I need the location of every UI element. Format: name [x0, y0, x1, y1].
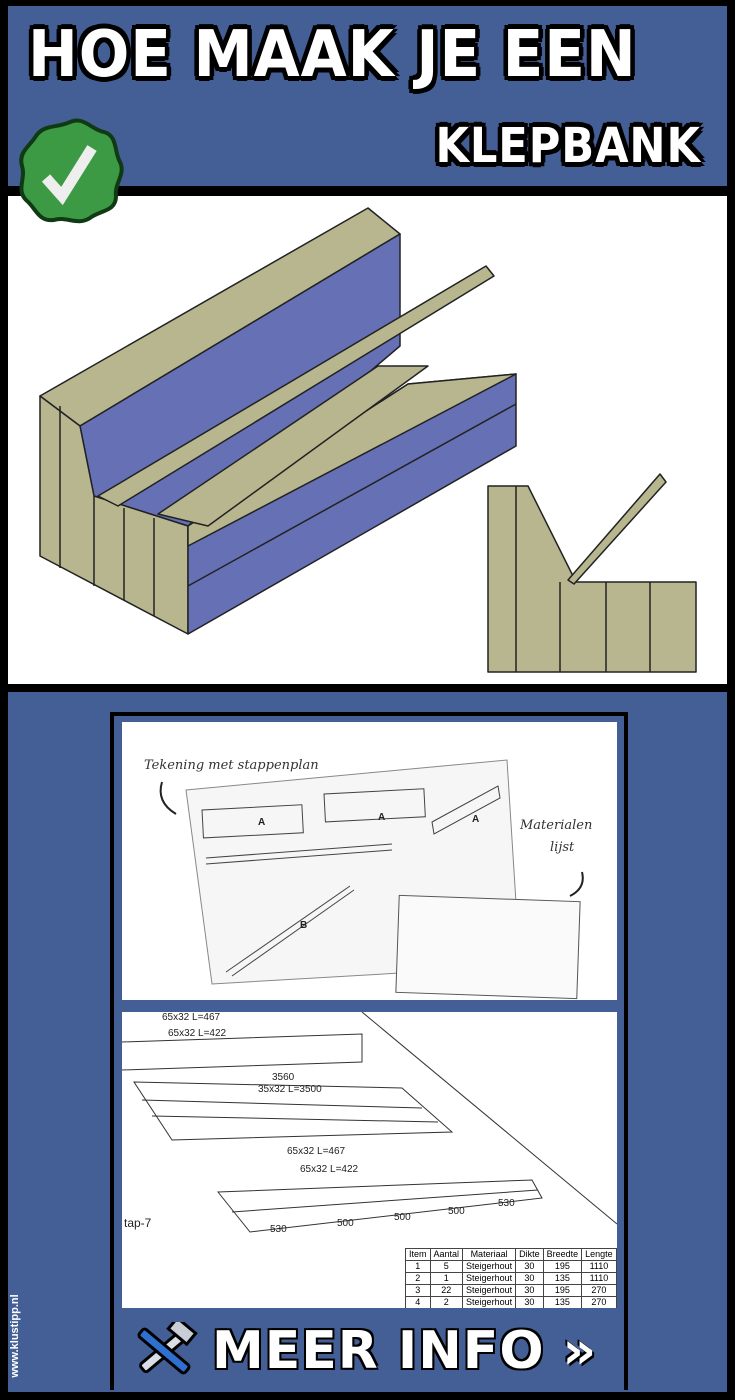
- bench-illustration: [8, 196, 727, 684]
- column-header: Lengte: [581, 1248, 617, 1261]
- cell: 270: [581, 1296, 617, 1308]
- cell: 1110: [581, 1272, 617, 1285]
- column-header: Aantal: [429, 1248, 464, 1261]
- title-line-2: KLEPBANK: [435, 118, 701, 174]
- cell: 135: [542, 1272, 583, 1285]
- part-label: A: [378, 812, 386, 823]
- materials-sheet-thumb: [395, 894, 581, 1000]
- cell: 2: [429, 1296, 464, 1308]
- column-header: Item: [405, 1248, 431, 1261]
- materials-table: Item Aantal Materiaal Dikte Breedte Leng…: [405, 1248, 617, 1308]
- dimension-label: 500: [394, 1212, 411, 1223]
- annotation-materials: Materialen: [520, 818, 593, 833]
- cell: 135: [542, 1296, 583, 1308]
- meer-info-label: MEER INFO: [212, 1321, 545, 1381]
- part-label: A: [258, 817, 266, 828]
- title-line-1: HOE MAAK JE EEN: [28, 18, 637, 92]
- chevrons-right-icon: »: [562, 1321, 597, 1381]
- dimension-label: 530: [498, 1198, 515, 1209]
- column-header: Materiaal: [462, 1248, 517, 1261]
- cell: Steigerhout: [462, 1284, 517, 1297]
- dimension-label: 65x32 L=467: [162, 1012, 221, 1023]
- dimension-label: 500: [337, 1218, 354, 1229]
- part-label: A: [472, 814, 480, 825]
- cell: 195: [542, 1260, 583, 1273]
- dimension-label: 35x32 L=3500: [258, 1084, 322, 1095]
- cell: Steigerhout: [462, 1260, 517, 1273]
- step-label: tap-7: [124, 1216, 152, 1230]
- meer-info-button[interactable]: MEER INFO »: [130, 1318, 615, 1384]
- drawing-preview: Tekening met stappenplan Materialen lijs…: [122, 722, 617, 1000]
- cell: 1: [429, 1272, 464, 1285]
- cell: 3: [405, 1284, 431, 1297]
- table-header-row: Item Aantal Materiaal Dikte Breedte Leng…: [405, 1248, 617, 1261]
- plan-detail-preview: 65x32 L=467 65x32 L=422 3560 35x32 L=350…: [122, 1012, 617, 1308]
- cell: 1: [405, 1260, 431, 1273]
- cell: 195: [542, 1284, 583, 1297]
- cell: 2: [405, 1272, 431, 1285]
- column-header: Dikte: [515, 1248, 544, 1261]
- dimension-label: 530: [270, 1224, 287, 1235]
- cell: Steigerhout: [462, 1272, 517, 1285]
- annotation-drawing: Tekening met stappenplan: [144, 758, 319, 773]
- cell: 22: [429, 1284, 464, 1297]
- part-label: B: [300, 920, 308, 931]
- check-icon: [19, 118, 124, 224]
- annotation-materials-2: lijst: [550, 840, 575, 855]
- dimension-label: 65x32 L=422: [300, 1164, 359, 1175]
- dimension-label: 65x32 L=467: [287, 1146, 346, 1157]
- watermark-url: www.klustipp.nl: [9, 1294, 21, 1378]
- header-banner: HOE MAAK JE EEN KLEPBANK: [8, 6, 727, 186]
- cell: 30: [515, 1260, 544, 1273]
- column-header: Breedte: [542, 1248, 583, 1261]
- cell: 270: [581, 1284, 617, 1297]
- klepbank-3d-drawing: [39, 207, 697, 673]
- cell: 30: [515, 1284, 544, 1297]
- cell: 30: [515, 1296, 544, 1308]
- tools-icon: [137, 1322, 198, 1375]
- cell: 30: [515, 1272, 544, 1285]
- cell: 4: [405, 1296, 431, 1308]
- dimension-label: 65x32 L=422: [168, 1028, 227, 1039]
- cell: 1110: [581, 1260, 617, 1273]
- cell: 5: [429, 1260, 464, 1273]
- dimension-label: 3560: [272, 1072, 295, 1083]
- cell: Steigerhout: [462, 1296, 517, 1308]
- dimension-label: 500: [448, 1206, 465, 1217]
